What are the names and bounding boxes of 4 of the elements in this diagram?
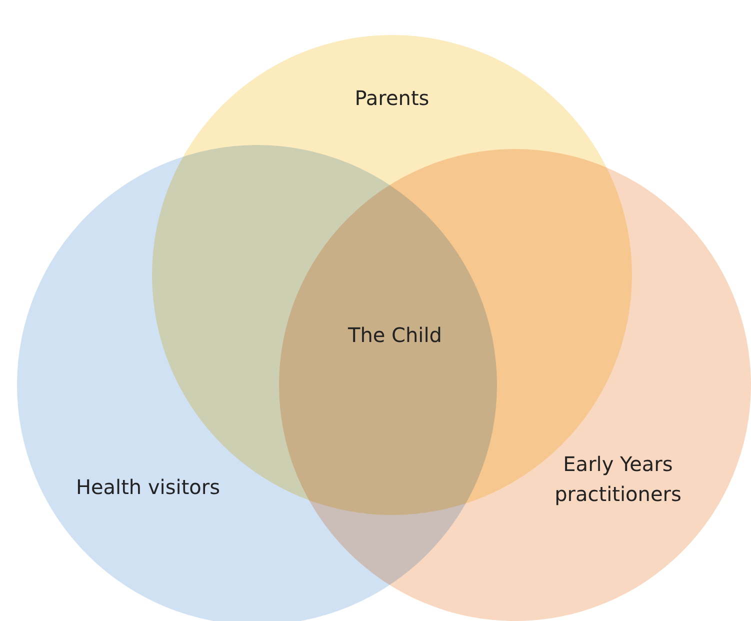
circle-label: Parents <box>354 85 430 112</box>
center-label: The Child <box>346 322 443 349</box>
circle-label: Health visitors <box>76 474 220 501</box>
circle-label: Early Years practitioners <box>554 451 682 508</box>
